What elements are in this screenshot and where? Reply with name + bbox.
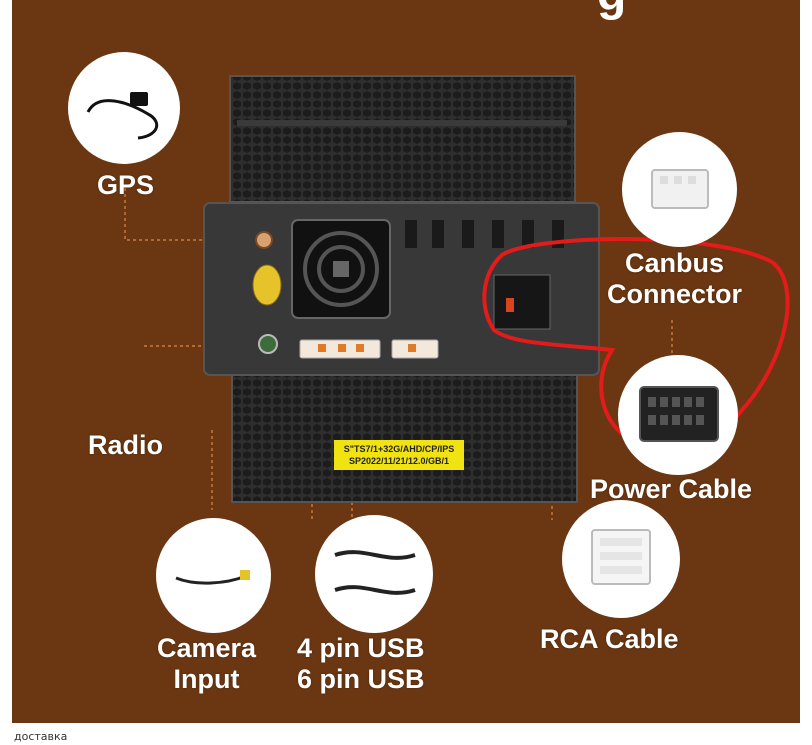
image-caption: доставка: [14, 730, 68, 743]
radio-label: Radio: [88, 430, 164, 460]
head-unit-illustration: [124, 75, 790, 520]
rca-cable-thumbnail: [562, 500, 680, 618]
rca-cable-label: RCA Cable: [540, 624, 679, 654]
camera-cable-icon: [175, 570, 250, 585]
camera-cable-thumbnail: [156, 518, 271, 633]
camera-label: Camera Input: [157, 633, 256, 695]
canbus-connector-thumbnail: [622, 132, 737, 247]
camera-label-line-1: Camera: [157, 633, 257, 663]
canbus-label-line-1: Canbus: [624, 248, 724, 278]
rca-cable-icon: [591, 529, 651, 585]
product-image-panel: g: [12, 0, 800, 723]
power-cable-icon: [639, 386, 719, 442]
usb-label: 4 pin USB 6 pin USB: [297, 633, 425, 695]
canbus-label: Canbus Connector: [607, 248, 742, 310]
canbus-label-line-2: Connector: [607, 279, 742, 310]
usb-label-line-1: 4 pin USB: [297, 633, 425, 663]
usb-cable-thumbnail: [315, 515, 433, 633]
power-cable-label: Power Cable: [590, 474, 753, 504]
gps-label: GPS: [97, 170, 155, 200]
title-fragment: g: [597, 0, 627, 22]
device-sticker: S"TS7/1+32G/AHD/CP/IPS SP2022/11/21/12.0…: [336, 443, 462, 467]
gps-antenna-icon: [86, 92, 159, 140]
sticker-line-1: S"TS7/1+32G/AHD/CP/IPS: [343, 444, 455, 454]
gps-antenna-thumbnail: [68, 52, 180, 164]
sticker-line-2: SP2022/11/21/12.0/GB/1: [348, 456, 450, 466]
camera-label-line-2: Input: [173, 664, 240, 695]
usb-cable-icon: [334, 550, 416, 595]
power-cable-thumbnail: [618, 355, 738, 475]
canbus-connector-icon: [651, 169, 709, 209]
usb-label-line-2: 6 pin USB: [297, 664, 425, 695]
